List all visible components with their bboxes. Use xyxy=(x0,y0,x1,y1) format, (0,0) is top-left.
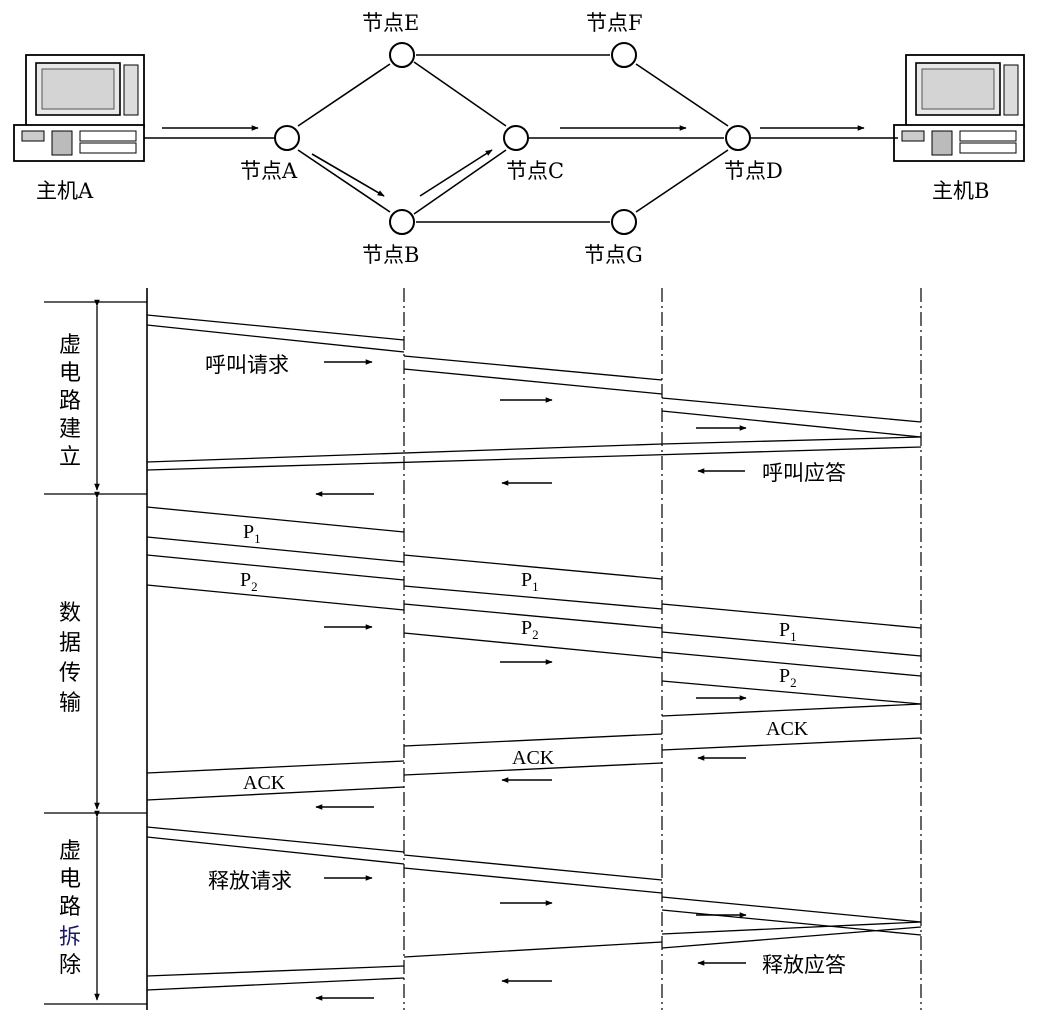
node-d-label: 节点D xyxy=(724,159,783,183)
packet-p1-label-bc: P1 xyxy=(521,569,539,594)
phase-label-transfer: 数 据 传 输 xyxy=(59,601,81,716)
data-transfer-signals: P1 P2 P1 P2 P1 P2 ACK ACK ACK xyxy=(146,506,922,810)
ack-label-ab: ACK xyxy=(243,772,286,794)
teardown-char-1: 虚 xyxy=(59,839,81,864)
call-request-label: 呼叫请求 xyxy=(205,353,289,377)
node-e-label: 节点E xyxy=(362,11,419,35)
packet-p1-label-cd: P1 xyxy=(779,619,797,644)
node-c-circle xyxy=(503,125,529,151)
teardown-signals: 释放请求 释放应答 xyxy=(146,826,922,1001)
transfer-char-3: 传 xyxy=(59,661,81,686)
teardown-char-5: 除 xyxy=(59,953,81,978)
host-b-computer-icon xyxy=(893,54,1025,162)
phase-brackets xyxy=(44,299,147,1005)
phase-label-teardown: 虚 电 路 拆 除 xyxy=(59,839,81,978)
node-f-circle xyxy=(611,42,637,68)
network-links xyxy=(144,54,898,223)
transfer-char-1: 数 xyxy=(59,601,81,626)
setup-char-1: 虚 xyxy=(59,333,81,358)
network-topology: 主机A 主机B 节点A 节点B 节点C 节点D 节点E 节点F 节点G xyxy=(13,11,1025,267)
node-c-label: 节点C xyxy=(506,159,564,183)
node-g-circle xyxy=(611,209,637,235)
node-e-circle xyxy=(389,42,415,68)
host-a-label: 主机A xyxy=(36,179,94,203)
path-arrows xyxy=(162,125,865,197)
phase-label-setup: 虚 电 路 建 立 xyxy=(59,333,81,470)
node-b-circle xyxy=(389,209,415,235)
node-a-label: 节点A xyxy=(240,159,298,183)
call-accept-label: 呼叫应答 xyxy=(762,461,846,485)
packet-p2-label-ab: P2 xyxy=(240,569,258,594)
ack-label-bc: ACK xyxy=(512,747,555,769)
setup-char-4: 建 xyxy=(59,417,81,442)
node-g-label: 节点G xyxy=(584,243,643,267)
packet-p1-label-ab: P1 xyxy=(243,521,261,546)
timing-diagram: 虚 电 路 建 立 数 据 传 输 虚 电 路 拆 除 xyxy=(44,288,922,1010)
node-f-label: 节点F xyxy=(586,11,643,35)
setup-signals: 呼叫请求 呼叫应答 xyxy=(146,314,922,497)
transfer-char-2: 据 xyxy=(59,631,81,656)
teardown-char-4: 拆 xyxy=(59,925,81,950)
node-d-circle xyxy=(725,125,751,151)
transfer-char-4: 输 xyxy=(59,691,81,716)
setup-char-3: 路 xyxy=(59,389,81,414)
host-a-computer-icon xyxy=(13,54,145,162)
release-request-label: 释放请求 xyxy=(208,869,292,893)
teardown-char-2: 电 xyxy=(59,867,81,892)
ack-label-cd: ACK xyxy=(766,718,809,740)
host-b-label: 主机B xyxy=(932,179,989,203)
node-a-circle xyxy=(274,125,300,151)
setup-char-2: 电 xyxy=(59,361,81,386)
packet-p2-label-cd: P2 xyxy=(779,665,797,690)
setup-char-5: 立 xyxy=(59,445,81,470)
node-b-label: 节点B xyxy=(362,243,419,267)
packet-p2-label-bc: P2 xyxy=(521,617,539,642)
release-accept-label: 释放应答 xyxy=(762,953,846,977)
teardown-char-3: 路 xyxy=(59,895,81,920)
